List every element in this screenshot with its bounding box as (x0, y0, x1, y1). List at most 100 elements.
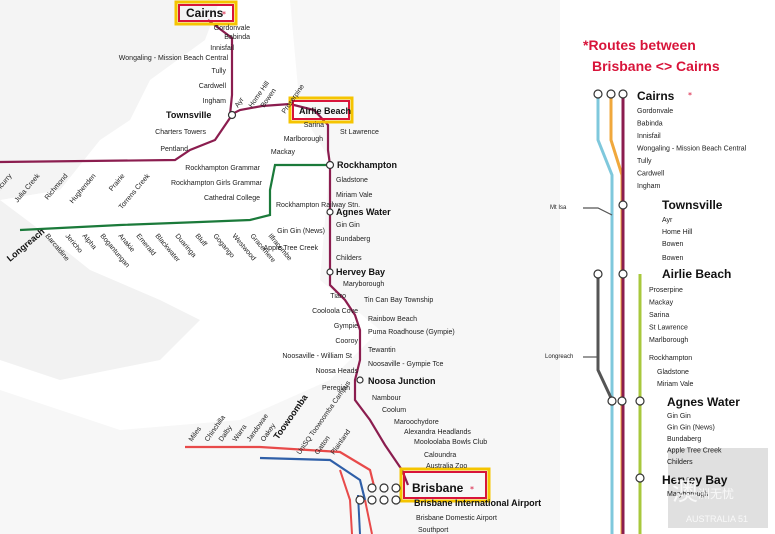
right-stop-label: Bundaberg (667, 436, 701, 443)
north-stop-label: Babinda (224, 34, 250, 41)
left-stations (227, 110, 401, 505)
brisbane-stop-label: Brisbane International Airport (414, 498, 541, 508)
right-townsville-label: Townsville (662, 198, 723, 212)
coast-stop-label: Sarina (304, 122, 324, 129)
right-stop-label: Gin Gin (News) (667, 425, 715, 432)
rock-south-label: Miriam Vale (336, 192, 373, 199)
inland-stop-label: Hughenden (69, 173, 98, 205)
rock-south-label: Gin Gin (336, 222, 360, 229)
brisbane-star-icon: * (470, 485, 474, 494)
coast-stop-label: Marlborough (284, 136, 323, 143)
north-stop-label: Ingham (203, 98, 227, 105)
sunshine-stop-label: Cooroy (335, 338, 358, 345)
right-stop-label: Apple Tree Creek (667, 448, 722, 455)
stop-label: Charters Towers (155, 129, 206, 136)
rock-south-label: Maryborough (343, 281, 384, 288)
right-stop-label: Bowen (662, 255, 684, 262)
cairns-label: Cairns (186, 6, 224, 20)
right-stations (593, 89, 645, 483)
airlie-beach-label: Airlie Beach (299, 106, 351, 116)
right-stop-label: Maryborough (667, 491, 708, 498)
legend-title-line2: Brisbane <> Cairns (592, 58, 720, 74)
sunshine-stop-label: Gympie (334, 323, 358, 330)
sunshine-stop-label: Noosaville - William St (282, 353, 352, 360)
right-stop-label: Babinda (637, 121, 663, 128)
rock-stop-label: Rockhampton Grammar (185, 165, 260, 172)
right-cairns-label: Cairns (637, 89, 675, 103)
right-stop-label: Gordonvale (637, 108, 673, 115)
right-stop-label: Mackay (649, 300, 674, 307)
rock-stop-label: Rockhampton Girls Grammar (171, 180, 263, 187)
branch-mt-isa-label: Mt Isa (550, 205, 567, 211)
coast-stop-label: Ayr (234, 96, 246, 109)
north-stop-label: Gordonvale (214, 25, 250, 32)
cairns-star-icon: * (222, 10, 226, 19)
legend-title-line1: *Routes between (583, 37, 696, 53)
right-stop-label: St Lawrence (649, 325, 688, 332)
right-stop-label: Childers (667, 459, 693, 466)
watermark-sub: AUSTRALIA 51 (686, 514, 748, 524)
watermark: 澳 洲无忧 AUSTRALIA 51 (668, 448, 768, 528)
brisbane-stop-label: Brisbane Domestic Airport (416, 515, 497, 522)
rock-south-label: Bundaberg (336, 236, 370, 243)
coast-south-label: Mooloolaba Bowls Club (414, 439, 487, 446)
right-stop-label: Sarina (649, 312, 669, 319)
rock-south-label: Childers (336, 255, 362, 262)
right-stop-label: Wongaling - Mission Beach Central (637, 146, 747, 153)
highlight-brisbane (399, 467, 491, 503)
coast-south-label: Caloundra (424, 452, 456, 459)
rock-south-label: Gladstone (336, 177, 368, 184)
right-cairns-star-icon: * (688, 91, 692, 100)
sunshine-stop-label: Peregian (322, 385, 350, 392)
rockhampton-longreach-route (19, 163, 330, 232)
coast-stop-label: Mackay (271, 149, 296, 156)
sunshine-stop-label: Noosa Heads (316, 368, 359, 375)
inland-stop-label: Bluff (193, 233, 207, 248)
right-stop-label: Gin Gin (667, 413, 691, 420)
rockhampton-label: Rockhampton (337, 160, 397, 170)
rock-south-label: Gin Gin (News) (277, 228, 325, 235)
right-stop-label: Ayr (662, 217, 673, 224)
highlight-airlie (288, 96, 354, 124)
right-stop-label: Proserpine (649, 287, 683, 294)
sunshine-stop-label: Tewantin (368, 347, 396, 354)
land-mass (0, 0, 220, 380)
right-agnes-label: Agnes Water (667, 395, 740, 409)
coast-south-label: Australia Zoo (426, 463, 467, 470)
highlight-cairns (174, 0, 238, 26)
coast-south-label: Nambour (372, 395, 401, 402)
right-stop-label: Marlborough (649, 337, 688, 344)
sunshine-stop-label: Cooloola Cove (312, 308, 358, 315)
right-airlie-label: Airlie Beach (662, 267, 731, 281)
noosa-junction-label: Noosa Junction (368, 376, 436, 386)
brisbane-label: Brisbane (412, 481, 464, 495)
right-hervey-label: Hervey Bay (662, 473, 728, 487)
sunshine-stop-label: Rainbow Beach (368, 316, 417, 323)
sunshine-stop-label: Tiaro (330, 293, 346, 300)
north-stop-label: Cardwell (199, 83, 227, 90)
right-stop-label: Cardwell (637, 171, 665, 178)
rock-stop-label: Rockhampton Railway Stn. (276, 202, 360, 209)
rock-stop-label: Cathedral College (204, 195, 260, 202)
coast-south-label: Alexandra Headlands (404, 429, 471, 436)
right-route-lines (583, 94, 642, 534)
townsville-label: Townsville (166, 110, 211, 120)
right-stop-label: Miriam Vale (657, 381, 694, 388)
watermark-text: 洲无忧 (698, 487, 734, 501)
rock-south-label: Apple Tree Creek (264, 245, 319, 252)
brisbane-stop-label: Southport (418, 527, 448, 534)
north-stop-label: Tully (211, 68, 226, 75)
right-stop-label: Innisfail (637, 133, 661, 140)
branch-longreach-label: Longreach (545, 354, 573, 360)
north-stop-label: Wongaling - Mission Beach Central (119, 55, 229, 62)
coast-south-label: Maroochydore (394, 419, 439, 426)
right-stop-label: Gladstone (657, 369, 689, 376)
agnes-water-label: Agnes Water (336, 207, 391, 217)
right-stop-label: Bowen (662, 241, 684, 248)
north-stop-label: Innisfail (210, 45, 234, 52)
hervey-bay-label: Hervey Bay (336, 267, 385, 277)
coast-stop-label: St Lawrence (340, 129, 379, 136)
coast-south-label: Coolum (382, 407, 406, 414)
watermark-char: 澳 (672, 476, 698, 506)
